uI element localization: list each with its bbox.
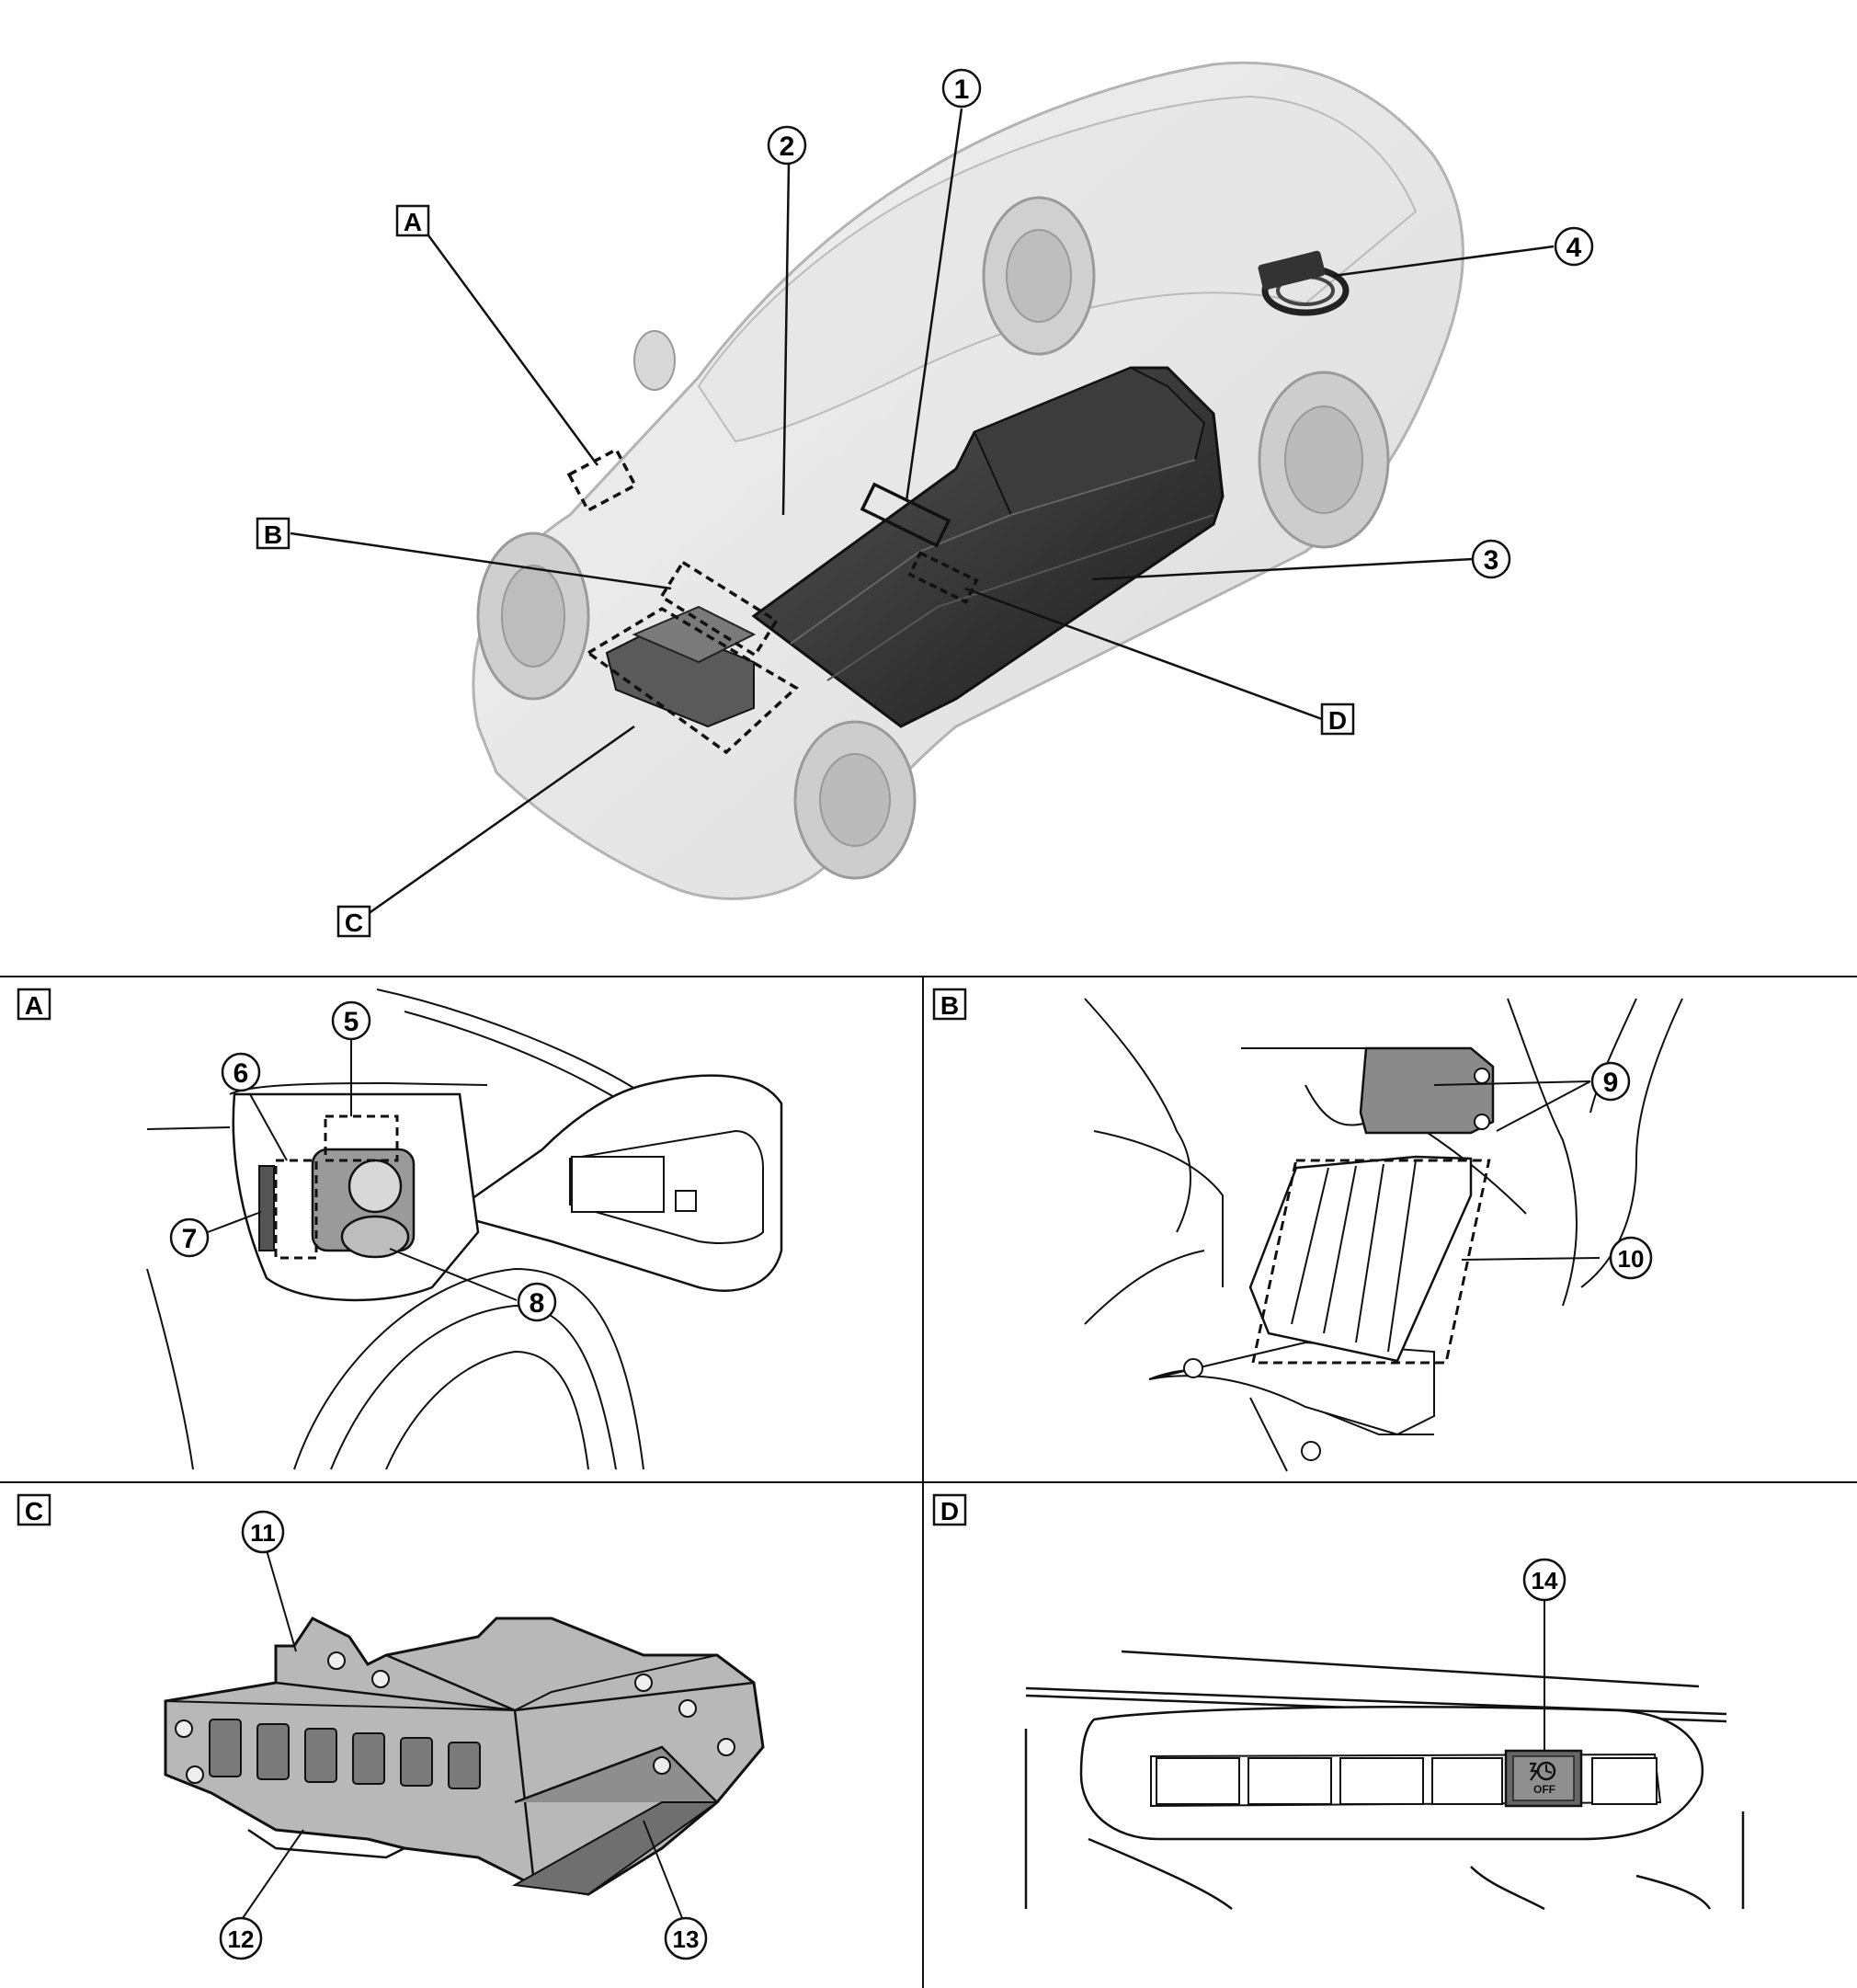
charge-inlet [311,1148,416,1259]
svg-text:7: 7 [182,1224,198,1254]
panel-C: C [17,1493,765,1960]
lock-actuator [258,1165,275,1251]
callout-12: 12 [219,1916,263,1960]
svg-text:1: 1 [954,74,970,105]
svg-text:8: 8 [530,1288,545,1319]
panel-grid-lines [0,976,1857,1988]
wheel-rear-right [1258,371,1390,549]
callout-9: 9 [1590,1061,1631,1102]
detail-box-C [585,606,799,755]
svg-text:11: 11 [250,1519,276,1547]
svg-text:10: 10 [1618,1245,1645,1273]
wheel-rear-left [982,196,1096,356]
charge-timer-icon [1530,1761,1556,1781]
detail-ref-A: A [395,204,430,237]
callout-3: 3 [1471,539,1511,579]
svg-text:5: 5 [344,1007,359,1037]
svg-text:2: 2 [780,131,795,162]
wheel-front-left [476,531,590,701]
callout-1: 1 [941,68,982,109]
switch-blank-1[interactable] [1156,1757,1240,1805]
traction-battery [751,366,1225,728]
svg-text:14: 14 [1532,1567,1558,1594]
callout-2: 2 [767,125,807,166]
svg-text:B: B [264,520,282,549]
switch-blank-3[interactable] [1339,1757,1424,1805]
switch-off-text: OFF [1533,1783,1555,1796]
svg-text:9: 9 [1603,1068,1619,1098]
callout-6: 6 [221,1052,261,1092]
svg-text:D: D [1328,706,1347,735]
svg-text:C: C [345,908,363,937]
panel-A: A [17,988,783,1470]
power-delivery-module [605,605,757,728]
callout-11: 11 [241,1510,285,1554]
callout-5: 5 [331,1000,371,1041]
detail-box-A [566,447,638,513]
panel-C-label: C [25,1497,43,1525]
panel-A-label: A [25,991,43,1020]
svg-text:12: 12 [228,1925,255,1953]
overview-leaders [290,108,1555,916]
portable-charge-cable [1258,250,1350,316]
power-delivery-module-detail [164,1617,765,1896]
switch-blank-5[interactable] [1591,1757,1658,1805]
panel-B: B [932,988,1683,1472]
item-1-box [860,482,951,548]
panel-B-label: B [940,991,959,1020]
callout-7: 7 [169,1217,210,1258]
svg-text:6: 6 [234,1058,249,1089]
callout-10: 10 [1609,1236,1653,1280]
panel-D-label: D [940,1497,959,1525]
detail-ref-C: C [336,905,371,938]
callout-8: 8 [517,1282,557,1322]
callout-13: 13 [664,1916,708,1960]
wheel-front-right [793,720,917,880]
detail-box-B [659,560,779,657]
timer-charge-off-switch[interactable]: OFF [1504,1749,1583,1808]
vehicle-overview: 1 2 3 4 A B C D [256,61,1594,938]
detail-ref-B: B [256,517,291,550]
callout-4: 4 [1554,226,1594,267]
svg-text:4: 4 [1566,233,1582,263]
svg-text:13: 13 [673,1925,700,1953]
switch-blank-2[interactable] [1247,1757,1332,1805]
switch-row [1156,1757,1658,1805]
callout-14: 14 [1522,1558,1566,1602]
on-board-charger [1248,1155,1491,1365]
detail-ref-D: D [1320,703,1355,736]
svg-text:3: 3 [1484,545,1499,576]
panel-D: D [932,1493,1745,1911]
svg-text:A: A [404,208,422,236]
charging-control-module [1359,1046,1495,1135]
switch-blank-4[interactable] [1431,1757,1503,1805]
